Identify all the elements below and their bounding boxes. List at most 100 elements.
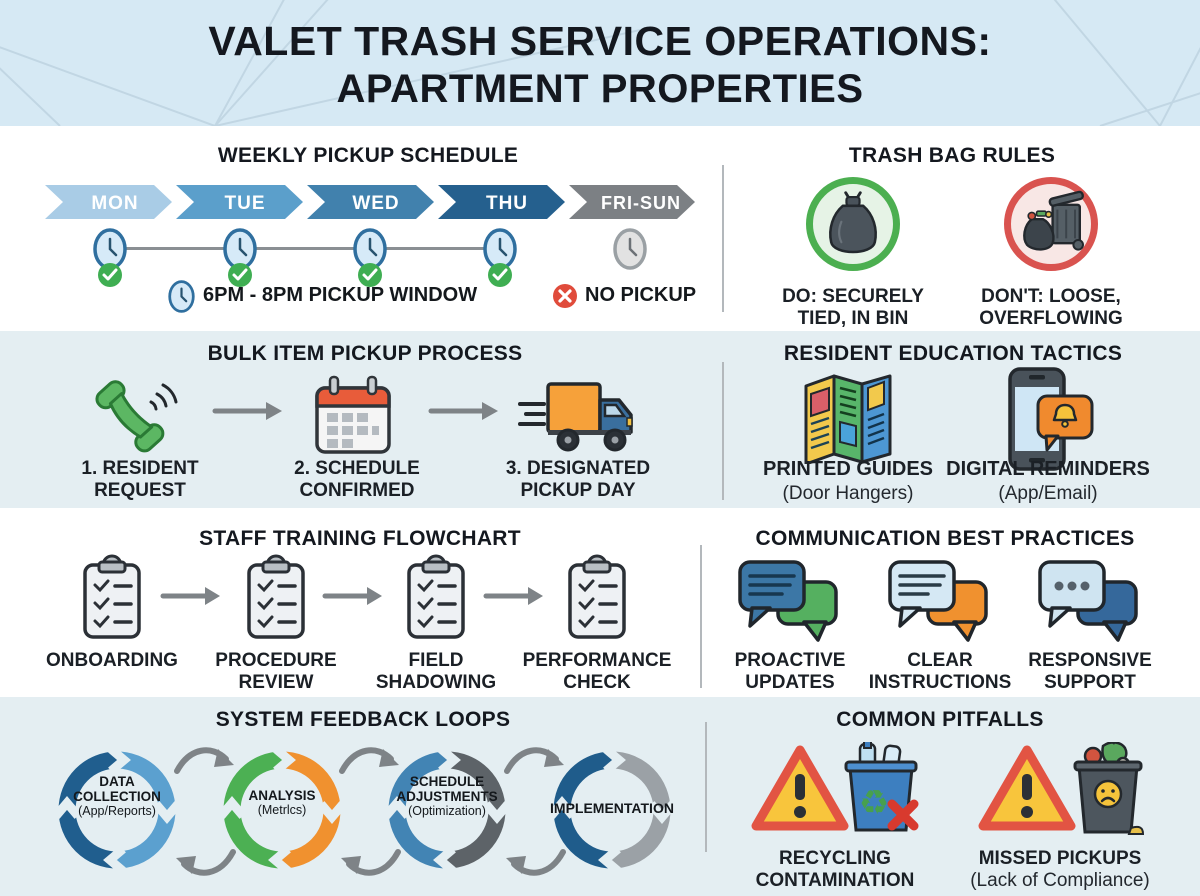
geometric-mesh-pattern [0,0,1200,126]
phone-icon [95,380,178,453]
column-divider [705,722,707,852]
training-step2-line2: REVIEW [238,672,314,694]
bulk-step2-line1: 2. SCHEDULE [294,458,420,479]
column-divider [700,545,702,688]
clock-icon [223,228,257,270]
loop2-line2: (Metrlcs) [257,803,307,818]
feedback-loop-ring [382,745,512,875]
recycle-symbol-icon: ♻ [859,784,889,822]
loop3-line1: SCHEDULE [409,774,485,789]
curve-arrow-left-icon [506,849,566,876]
truck-icon [518,382,633,452]
check-icon [488,263,512,287]
day-label: MON [91,193,138,214]
trash-bag-rules-heading: TRASH BAG RULES [848,144,1056,167]
loop4-line1: IMPLEMENTATION [550,800,674,816]
education-item1-title: PRINTED GUIDES [762,458,934,480]
comm-item2-line2: INSTRUCTIONS [868,672,1012,694]
training-step3-line1: FIELD [408,650,464,671]
day-label: WED [352,193,399,214]
arrow-right-icon [322,587,382,605]
loop3-line2: ADJUSTMENTS [396,789,498,805]
no-pickup-legend: NO PICKUP [585,284,697,306]
dont-circle [1004,177,1098,271]
communication-heading: COMMUNICATION BEST PRACTICES [755,527,1135,550]
warning-missed-icon [978,742,1145,835]
brochure-icon [804,374,892,464]
day-label: FRI-SUN [601,193,681,213]
row-schedule-rules [0,126,1200,331]
dont-label-line1: DON'T: LOOSE, [981,286,1121,307]
bulk-step1-line2: REQUEST [94,480,186,502]
loop1-line3: (App/Reports) [78,804,156,819]
chat-bubbles-icon [888,560,988,642]
dont-label-line2: OVERFLOWING [979,308,1123,330]
chevron-mon [45,185,172,219]
education-item1-subtitle: (Door Hangers) [782,482,914,504]
loop1-line1: DATA [99,774,135,789]
comm-item1-line2: UPDATES [745,672,835,694]
day-chevron-bar: MON TUE WED THU FRI-SUN [45,185,695,219]
do-label-line1: DO: SECURELY [782,286,924,307]
check-icon [228,263,252,287]
do-label-line2: TIED, IN BIN [797,308,909,330]
check-icon [358,263,382,287]
timeline-connector [110,247,500,250]
check-icon [98,263,122,287]
loop2-line1: ANALYSIS [248,788,316,803]
curve-arrow-right-icon [339,747,399,774]
day-label: TUE [225,193,266,214]
clock-icon [168,280,195,313]
arrow-right-icon [160,587,220,605]
feedback-loops-heading: SYSTEM FEEDBACK LOOPS [215,708,511,731]
clipboard-icon [247,554,305,639]
chat-bubbles-icon [738,560,838,642]
chevron-thu [438,185,565,219]
chat-bubbles-icon [1038,560,1138,642]
clipboard-icon [407,554,465,639]
warning-recycle-icon: ♻ [751,742,919,832]
arrow-right-icon [428,402,498,420]
chevron-frisun [569,185,695,219]
bulk-pickup-heading: BULK ITEM PICKUP PROCESS [207,342,523,365]
header-band: VALET TRASH SERVICE OPERATIONS: APARTMEN… [0,0,1200,126]
bulk-step1-line1: 1. RESIDENT [81,458,199,479]
training-step4-line2: CHECK [563,672,631,694]
x-icon [553,284,577,308]
feedback-loop-ring [217,745,347,875]
column-divider [722,165,724,312]
comm-item3-line1: RESPONSIVE [1028,650,1152,671]
page-title-line1: VALET TRASH SERVICE OPERATIONS: [208,18,992,64]
common-pitfalls-heading: COMMON PITFALLS [836,708,1044,731]
education-item2-title: DIGITAL REMINDERS [946,458,1150,480]
day-label: THU [486,193,528,214]
training-step4-line1: PERFORMANCE [522,650,672,671]
resident-education-heading: RESIDENT EDUCATION TACTICS [783,342,1123,365]
loop3-line3: (Optimization) [408,804,486,819]
feedback-loop-ring [52,745,182,875]
training-step1-line1: ONBOARDING [46,650,178,671]
tied-trash-bag-icon [829,191,877,254]
staff-training-heading: STAFF TRAINING FLOWCHART [199,527,521,550]
do-circle [806,177,900,271]
curve-arrow-right-icon [504,747,564,774]
curve-arrow-left-icon [341,849,401,876]
chevron-tue [176,185,303,219]
overflowing-trash-icon [1023,190,1084,251]
pitfall1-line2: CONTAMINATION [755,870,915,892]
bulk-step3-line1: 3. DESIGNATED [505,458,651,479]
pitfall2-line2: (Lack of Compliance) [970,870,1150,892]
calendar-icon [315,375,391,454]
training-step3-line2: SHADOWING [375,672,497,694]
education-item2-subtitle: (App/Email) [998,482,1098,504]
clipboard-icon [83,554,141,639]
weekly-schedule-heading: WEEKLY PICKUP SCHEDULE [217,144,519,167]
chevron-wed [307,185,434,219]
column-divider [722,362,724,500]
comm-item3-line2: SUPPORT [1044,672,1136,694]
bulk-step3-line2: PICKUP DAY [520,480,636,502]
loop1-line2: COLLECTION [73,789,161,805]
arrow-right-icon [483,587,543,605]
comm-item2-line1: CLEAR [907,650,973,671]
